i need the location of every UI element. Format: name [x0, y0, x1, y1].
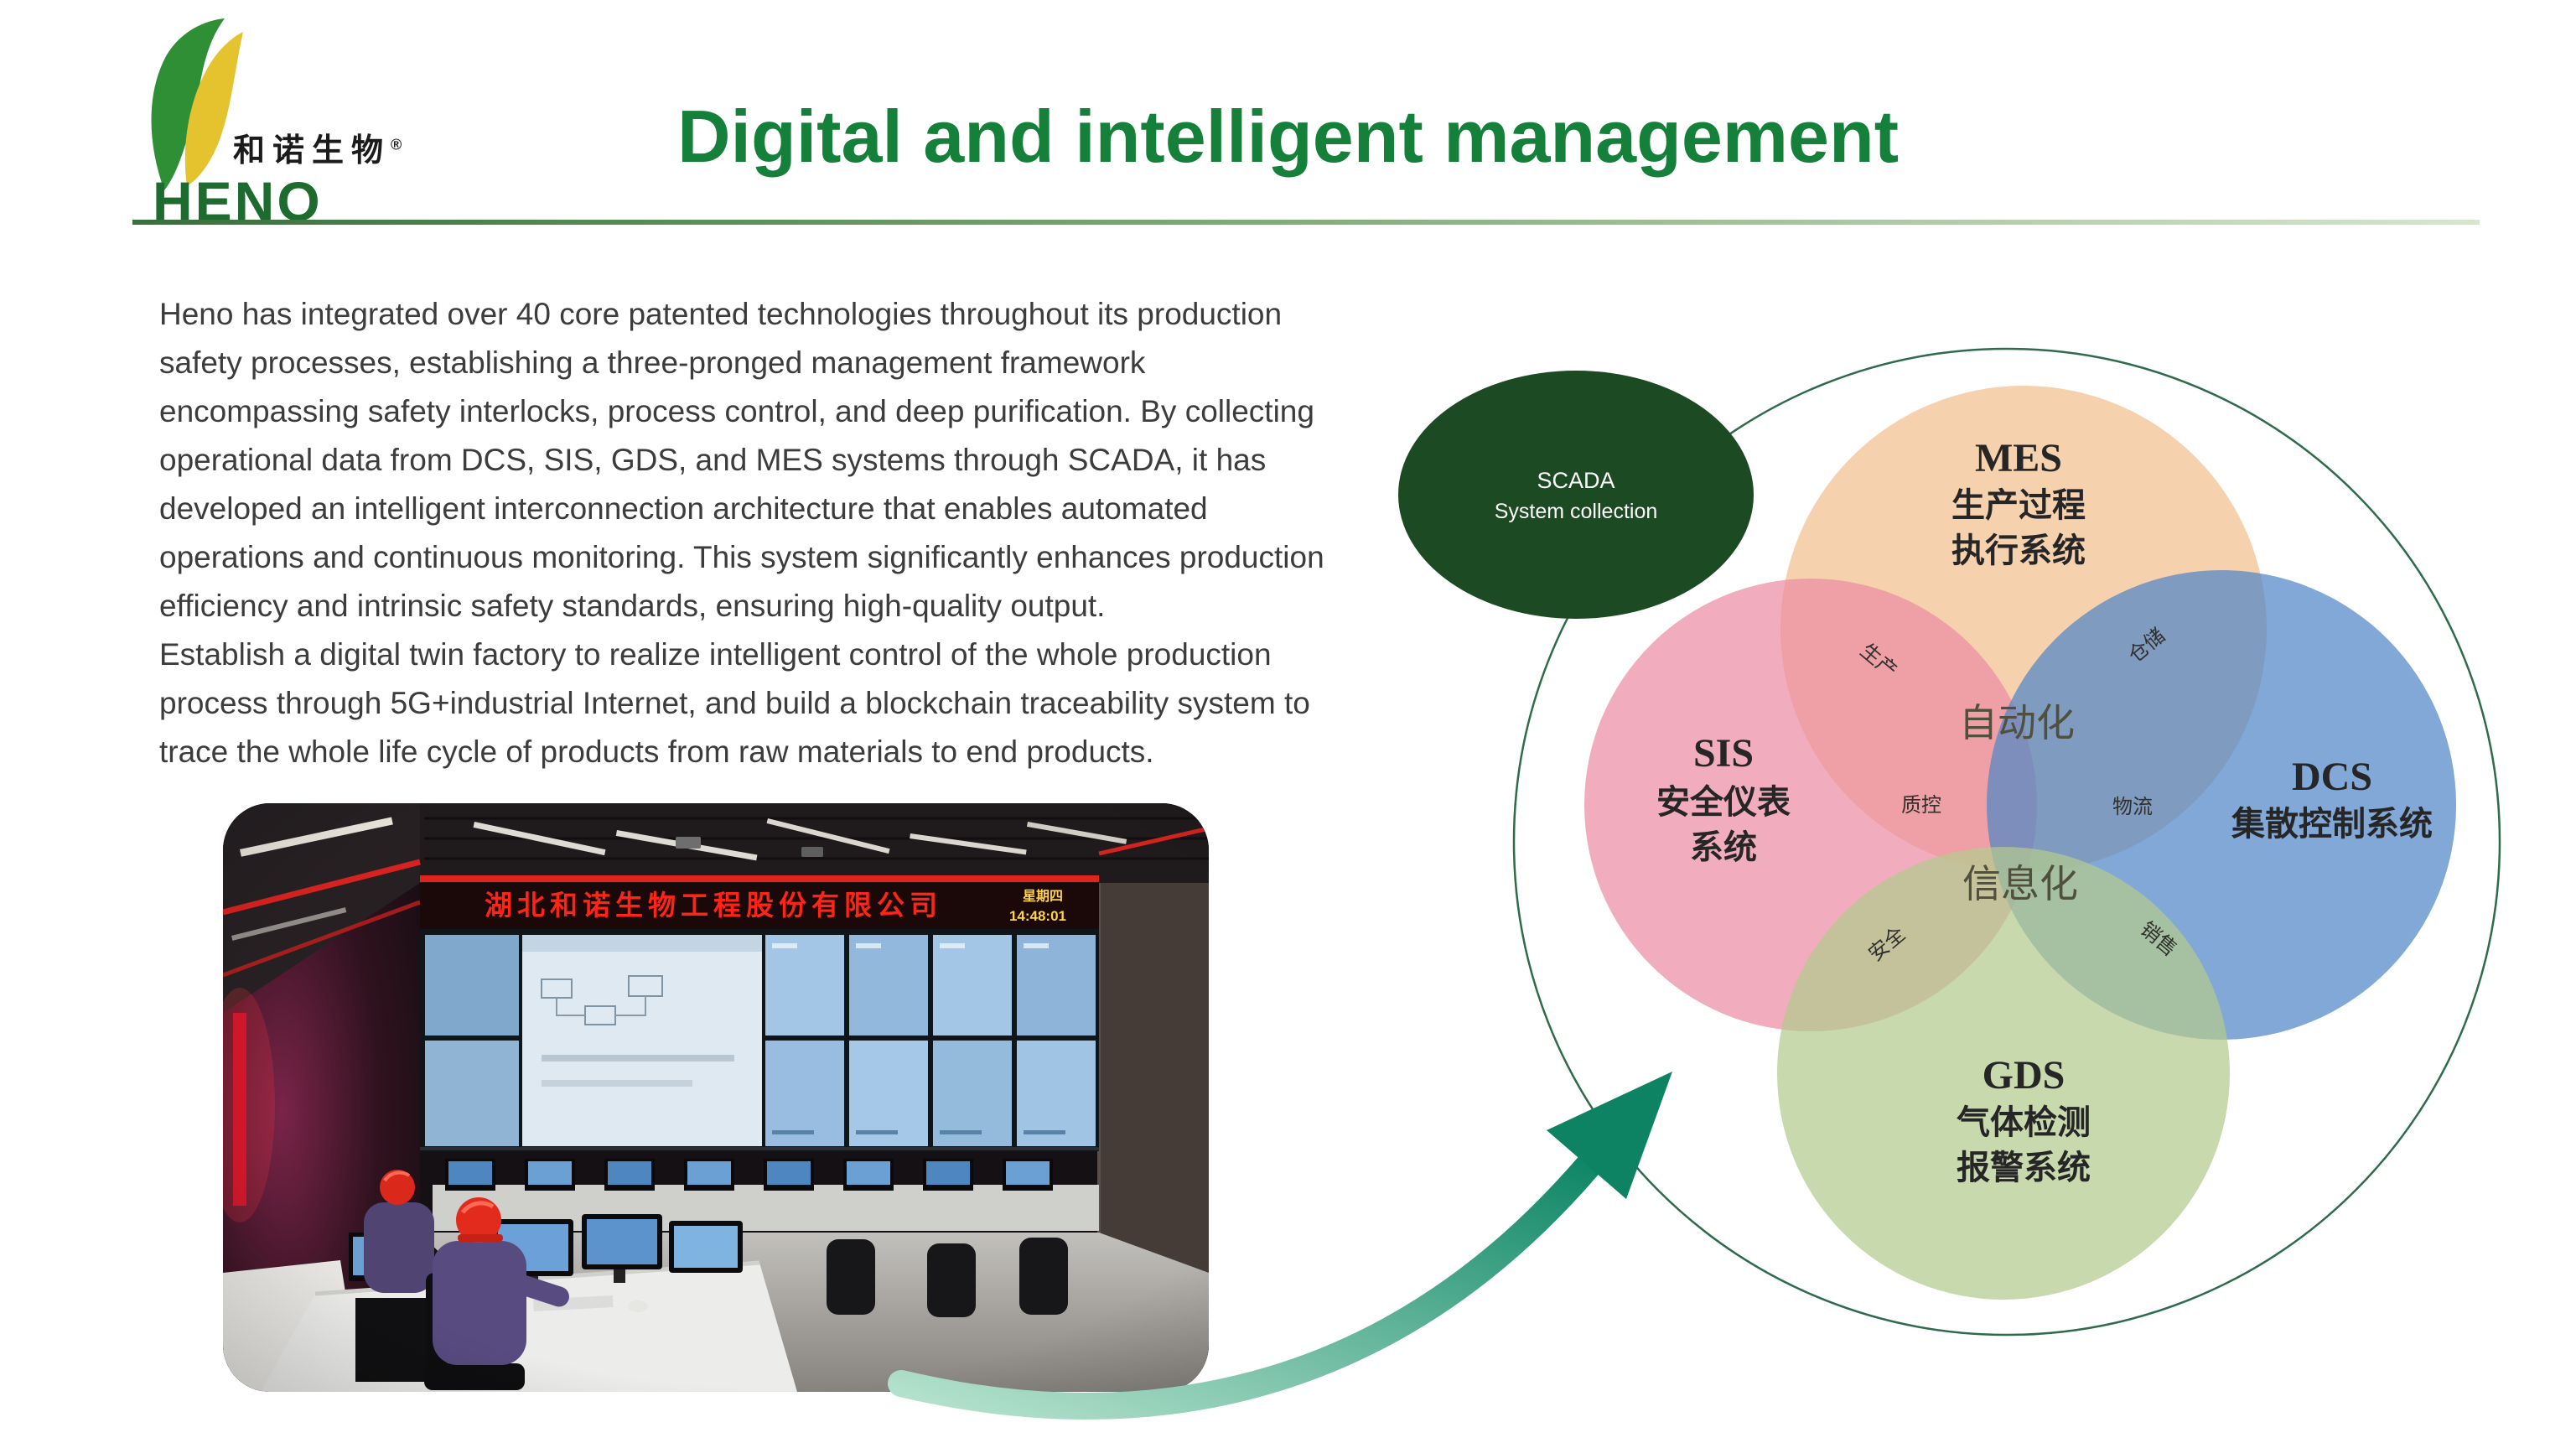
- scada-title: SCADA: [1537, 468, 1615, 493]
- scada-ellipse: [1398, 371, 1754, 619]
- overlap-quality-control: 质控: [1901, 794, 1941, 817]
- automation-label: 自动化: [1959, 702, 2075, 745]
- mes-line1: 生产过程: [1951, 486, 2086, 524]
- gds-line2: 报警系统: [1957, 1149, 2091, 1186]
- curved-arrow: [888, 1072, 1672, 1420]
- paragraph-1: Heno has integrated over 40 core patente…: [159, 297, 1324, 623]
- sis-line1: 安全仪表: [1656, 783, 1791, 821]
- leaf-icon: [151, 18, 243, 190]
- gds-abbr: GDS: [1983, 1053, 2065, 1098]
- sis-line2: 系统: [1690, 828, 1757, 866]
- gds-line1: 气体检测: [1957, 1103, 2091, 1141]
- gds-circle: [1777, 847, 2230, 1300]
- arrow-shaft: [888, 1152, 1602, 1420]
- dcs-abbr: DCS: [2292, 755, 2372, 799]
- control-room-photo: 湖北和诺生物工程股份有限公司 星期四 14:48:01: [223, 803, 1209, 1392]
- scada-subtitle: System collection: [1495, 500, 1658, 523]
- title-divider: [132, 220, 2480, 225]
- brand-name-chinese: 和诺生物®: [233, 133, 402, 169]
- registered-mark: ®: [391, 136, 402, 153]
- informatization-label: 信息化: [1962, 863, 2078, 906]
- dcs-line1: 集散控制系统: [2231, 805, 2433, 843]
- sis-abbr: SIS: [1693, 731, 1754, 776]
- mes-line2: 执行系统: [1951, 532, 2086, 569]
- arrow-head: [1547, 1072, 1672, 1199]
- intro-text-block: Heno has integrated over 40 core patente…: [159, 290, 1333, 776]
- systems-venn-diagram: MES 生产过程 执行系统 SIS 安全仪表 系统 DCS 集散控制系统 GDS…: [1383, 344, 2506, 1342]
- paragraph-2: Establish a digital twin factory to real…: [159, 637, 1310, 769]
- overlap-logistics: 物流: [2112, 796, 2153, 818]
- outer-ring: [1512, 347, 2501, 1337]
- page-title: Digital and intelligent management: [676, 95, 1900, 178]
- mes-abbr: MES: [1975, 436, 2062, 480]
